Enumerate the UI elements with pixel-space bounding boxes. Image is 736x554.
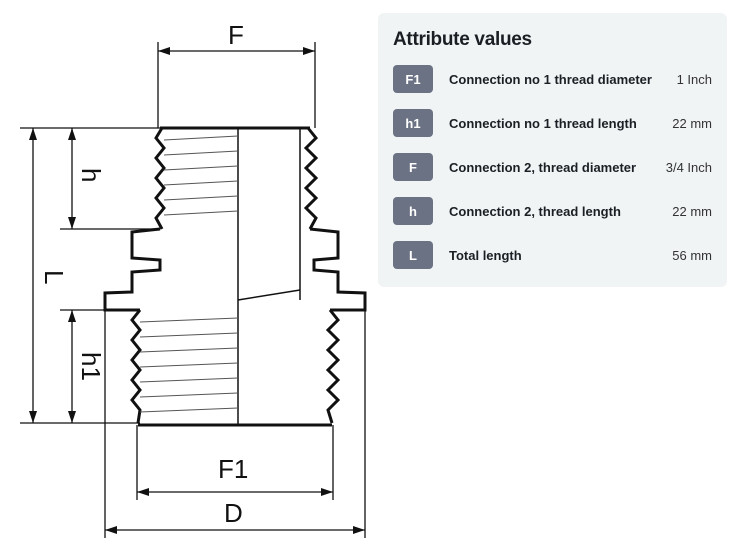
attribute-badge: F1 — [393, 65, 433, 93]
attribute-value: 56 mm — [672, 247, 712, 263]
attribute-value: 22 mm — [672, 115, 712, 131]
attribute-label: Total length — [449, 247, 522, 263]
attribute-row: F Connection 2, thread diameter 3/4 Inch — [393, 153, 712, 181]
attribute-badge: L — [393, 241, 433, 269]
attribute-badge: h1 — [393, 109, 433, 137]
attribute-row: L Total length 56 mm — [393, 241, 712, 269]
attribute-value: 22 mm — [672, 203, 712, 219]
attribute-value: 3/4 Inch — [665, 159, 712, 175]
attribute-label: Connection 2, thread length — [449, 203, 621, 219]
label-F: F — [228, 20, 244, 50]
dimension-lines — [20, 42, 366, 538]
attribute-values-panel: Attribute values F1 Connection no 1 thre… — [378, 13, 727, 287]
attribute-label: Connection 2, thread diameter — [449, 159, 637, 175]
attribute-value: 1 Inch — [676, 71, 712, 87]
attribute-row: h1 Connection no 1 thread length 22 mm — [393, 109, 712, 137]
label-h1: h1 — [76, 352, 106, 381]
attribute-badge: F — [393, 153, 433, 181]
label-L: L — [39, 270, 69, 284]
label-F1: F1 — [218, 454, 248, 484]
thread-hatching — [139, 135, 239, 413]
fitting-technical-drawing: F L h h1 F1 D — [20, 20, 367, 538]
attribute-row: F1 Connection no 1 thread diameter 1 Inc… — [393, 65, 712, 93]
label-D: D — [224, 498, 243, 528]
attribute-label: Connection no 1 thread length — [449, 115, 637, 131]
attribute-label: Connection no 1 thread diameter — [449, 71, 652, 87]
label-h: h — [76, 168, 106, 182]
attribute-badge: h — [393, 197, 433, 225]
panel-title: Attribute values — [393, 29, 532, 50]
arrowheads — [29, 47, 365, 534]
fitting-outline — [103, 126, 367, 427]
attribute-row: h Connection 2, thread length 22 mm — [393, 197, 712, 225]
